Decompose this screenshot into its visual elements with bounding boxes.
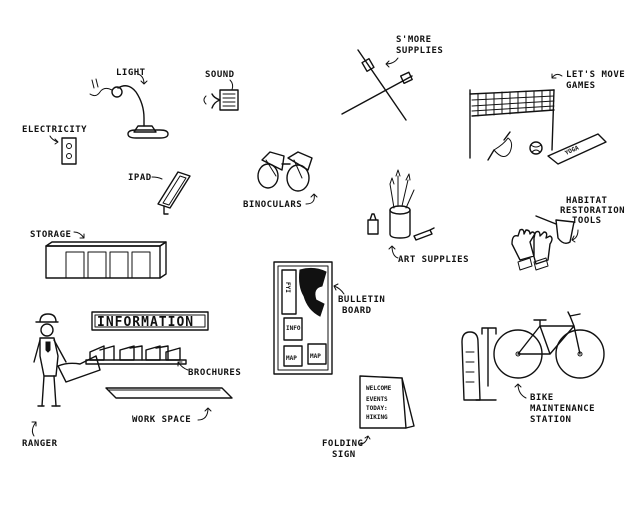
- lets-move-label-2: GAMES: [566, 81, 596, 91]
- speaker-icon: [203, 89, 239, 111]
- light-label: LIGHT: [116, 68, 146, 78]
- binoculars-label: BINOCULARS: [243, 200, 302, 210]
- outlet-icon: [61, 137, 77, 165]
- bulletin-map-note-2: MAP: [310, 353, 321, 360]
- folding-sign-label-2: SIGN: [332, 450, 356, 460]
- brochures-icon: [85, 345, 187, 365]
- folding-sign-line-1: WELCOME: [366, 385, 392, 392]
- glue-bottle-icon: [367, 213, 379, 235]
- pencil-cup-icon: [389, 169, 415, 239]
- electricity-label: ELECTRICITY: [22, 125, 87, 135]
- bulletin-label-2: BOARD: [342, 306, 372, 316]
- work-space-table-icon: [105, 387, 233, 399]
- bike-label-2: MAINTENANCE: [530, 404, 595, 414]
- ball-icon: [529, 141, 543, 155]
- storage-label: STORAGE: [30, 230, 71, 240]
- information-banner: INFORMATION: [91, 311, 209, 331]
- brochures-label: BROCHURES: [188, 368, 241, 378]
- ipad-icon: [157, 171, 191, 215]
- information-text: INFORMATION: [97, 315, 194, 330]
- folding-sign-icon: WELCOME EVENTS TODAY: HIKING: [359, 375, 415, 429]
- smore-sticks-icon: [341, 49, 413, 121]
- bulletin-info-note: INFO: [286, 325, 301, 332]
- ranger-label: RANGER: [22, 439, 58, 449]
- volleyball-net-icon: [469, 89, 555, 159]
- ipad-label: IPAD: [128, 173, 152, 183]
- light-icon: [89, 78, 169, 139]
- bike-stand-icon: [461, 327, 497, 401]
- folding-sign-line-4: HIKING: [366, 414, 388, 421]
- lets-move-label-1: LET'S MOVE: [566, 70, 625, 80]
- bike-label-1: BIKE: [530, 393, 554, 403]
- habitat-label-1: HABITAT: [566, 196, 608, 206]
- bulletin-vertical-note: FYI: [284, 282, 291, 293]
- jump-rope-icon: [487, 131, 513, 161]
- trowel-icon: [535, 215, 575, 245]
- habitat-label-2: RESTORATION: [560, 206, 625, 216]
- bulletin-map-note-1: MAP: [286, 355, 297, 362]
- habitat-label-3: TOOLS: [572, 216, 602, 226]
- yoga-mat-icon: YOGA: [547, 133, 607, 165]
- art-supplies-label: ART SUPPLIES: [398, 255, 469, 265]
- bulletin-board-icon: FYI INFO MAP MAP: [273, 261, 333, 375]
- binoculars-icon: [257, 151, 313, 192]
- gloves-icon: [511, 228, 553, 271]
- folding-sign-label-1: FOLDING: [322, 439, 363, 449]
- folding-sign-line-2: EVENTS: [366, 396, 388, 403]
- ranger-figure-icon: [33, 313, 101, 407]
- paint-tube-icon: [413, 227, 435, 241]
- smore-label-1: S'MORE: [396, 35, 432, 45]
- sound-label: SOUND: [205, 70, 235, 80]
- smore-label-2: SUPPLIES: [396, 46, 443, 56]
- bicycle-icon: [493, 311, 605, 379]
- work-space-label: WORK SPACE: [132, 415, 191, 425]
- bike-label-3: STATION: [530, 415, 571, 425]
- bulletin-label-1: BULLETIN: [338, 295, 385, 305]
- folding-sign-line-3: TODAY:: [366, 405, 388, 412]
- storage-shelf-icon: [45, 241, 167, 279]
